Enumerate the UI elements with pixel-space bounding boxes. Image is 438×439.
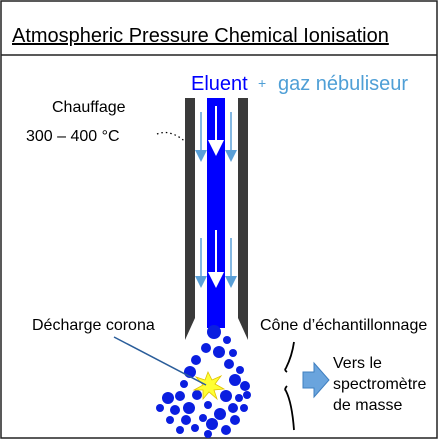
droplet (240, 404, 248, 412)
gas-label: gaz nébuliseur (278, 73, 408, 95)
droplet (224, 359, 234, 369)
destination-line3: de masse (333, 397, 402, 414)
droplet (221, 425, 231, 435)
droplet (228, 403, 238, 413)
capillary-wall-left (185, 98, 195, 340)
diagram-title: Atmospheric Pressure Chemical Ionisation (12, 25, 389, 47)
droplet (191, 355, 201, 365)
droplet (243, 391, 251, 399)
droplet (213, 346, 225, 358)
droplet (180, 380, 188, 388)
droplet (204, 401, 212, 409)
capillary-wall-right (238, 98, 248, 340)
droplet (236, 366, 244, 374)
heating-label: Chauffage (52, 99, 126, 116)
droplet (201, 343, 211, 353)
cone-wall-lower (284, 385, 295, 431)
droplet (207, 325, 221, 339)
droplet (230, 415, 240, 425)
droplet (240, 381, 250, 391)
droplet (192, 390, 202, 400)
droplet (166, 416, 174, 424)
heating-temperature: 300 – 400 °C (26, 128, 120, 145)
eluent-label: Eluent (191, 73, 248, 95)
droplet (170, 405, 180, 415)
droplet (162, 392, 174, 404)
destination-line2: spectromètre (333, 376, 426, 393)
droplet (176, 426, 184, 434)
cone-wall-upper (284, 341, 295, 373)
destination-line1: Vers le (333, 355, 382, 372)
droplet (235, 394, 243, 402)
discharge-pointer (113, 336, 207, 386)
droplet (191, 424, 199, 432)
droplet (156, 404, 164, 412)
cone-label: Cône d’échantillonnage (260, 317, 427, 334)
droplet (223, 336, 231, 344)
droplet (183, 402, 195, 414)
droplet-cloud (156, 325, 251, 438)
droplet (206, 418, 218, 430)
droplet (181, 415, 191, 425)
droplet (229, 349, 237, 357)
droplet (214, 408, 226, 420)
droplet (229, 374, 241, 386)
plus-sign: + (258, 75, 266, 91)
corona-spark-icon (192, 371, 226, 401)
to-mass-spectrometer-arrow-icon (302, 361, 330, 399)
droplet (220, 390, 232, 402)
droplet (199, 414, 207, 422)
droplet (204, 430, 212, 438)
droplet (175, 391, 185, 401)
discharge-label: Décharge corona (32, 317, 155, 334)
